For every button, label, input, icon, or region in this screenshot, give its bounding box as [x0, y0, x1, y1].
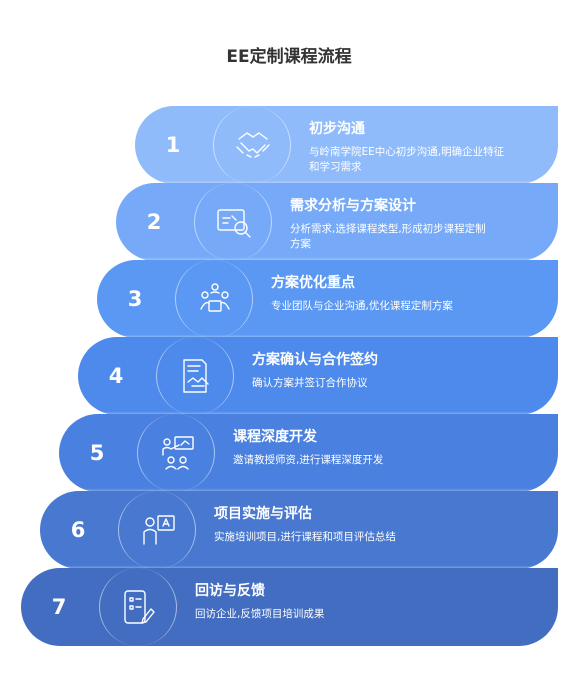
teaching-icon [162, 436, 194, 470]
step-description: 专业团队与企业沟通,优化课程定制方案 [271, 300, 453, 312]
step-3: 3 方案优化重点专业团队与企业沟通,优化课程定制方案 [97, 260, 558, 338]
step-7: 7 回访与反馈回访企业,反馈项目培训成果 [21, 568, 558, 646]
analysis-icon [217, 209, 251, 238]
step-1: 1 初步沟通与岭南学院EE中心初步沟通,明确企业特征和学习需求 [135, 106, 558, 184]
step-title: 项目实施与评估 [214, 506, 312, 522]
step-title: 回访与反馈 [195, 583, 265, 599]
feedback-icon [124, 590, 155, 624]
step-2: 2 需求分析与方案设计分析需求,选择课程类型,形成初步课程定制方案 [116, 183, 558, 261]
step-number: 7 [51, 595, 67, 619]
step-icon-box [194, 183, 272, 261]
step-icon-box [137, 414, 215, 492]
step-title: 方案确认与合作签约 [252, 352, 378, 368]
team-meeting-icon [200, 283, 230, 312]
handshake-icon [236, 132, 270, 158]
step-icon-box [118, 491, 196, 569]
step-icon-box [99, 568, 177, 646]
step-description: 邀请教授师资,进行课程深度开发 [233, 454, 384, 466]
page-title: EE定制课程流程 [226, 47, 352, 67]
step-5: 5 课程深度开发邀请教授师资,进行课程深度开发 [59, 414, 558, 492]
step-description: 确认方案并签订合作协议 [252, 377, 368, 389]
step-number: 4 [108, 364, 124, 388]
step-description: 分析需求,选择课程类型,形成初步课程定制方案 [290, 223, 486, 250]
step-description: 回访企业,反馈项目培训成果 [195, 608, 325, 620]
evaluation-icon [143, 515, 175, 545]
step-4: 4 方案确认与合作签约确认方案并签订合作协议 [78, 337, 558, 415]
step-number: 2 [146, 210, 162, 234]
step-number: 5 [89, 441, 105, 465]
step-title: 方案优化重点 [271, 275, 355, 291]
step-title: 初步沟通 [309, 121, 365, 137]
step-icon-box [175, 260, 253, 338]
step-icon-box [213, 106, 291, 184]
step-description: 实施培训项目,进行课程和项目评估总结 [214, 531, 396, 543]
step-6: 6 项目实施与评估实施培训项目,进行课程和项目评估总结 [40, 491, 558, 569]
step-title: 需求分析与方案设计 [290, 198, 416, 214]
contract-icon [183, 359, 209, 393]
step-description: 与岭南学院EE中心初步沟通,明确企业特征和学习需求 [309, 146, 505, 173]
step-title: 课程深度开发 [233, 429, 317, 445]
step-number: 6 [70, 518, 86, 542]
step-icon-box [156, 337, 234, 415]
step-number: 1 [165, 133, 181, 157]
step-number: 3 [127, 287, 143, 311]
